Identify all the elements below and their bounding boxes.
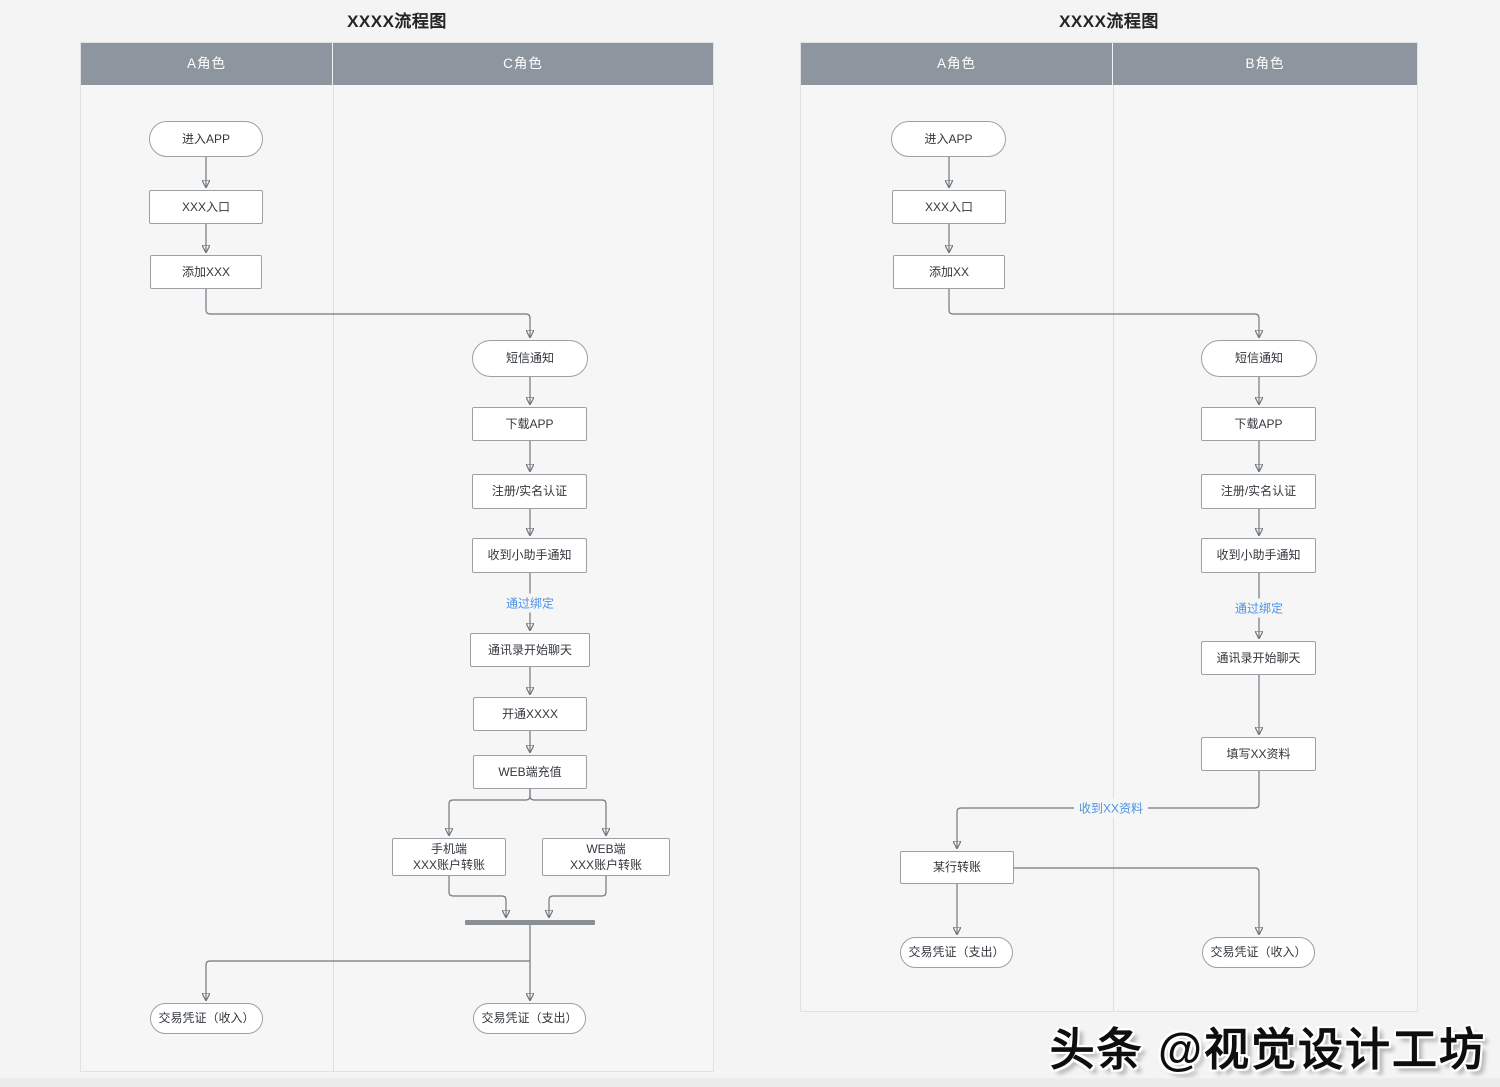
right-chart-title: XXXX流程图: [1059, 12, 1159, 31]
right-lane-label-a: A角色: [801, 43, 1113, 85]
node-xxx-entry: XXX入口: [892, 190, 1006, 224]
node-web-transfer-line2: XXX账户转账: [569, 858, 642, 872]
node-add-xx: 添加XX: [893, 255, 1005, 289]
node-web-recharge: WEB端充值: [473, 755, 587, 789]
node-register: 注册/实名认证: [1201, 474, 1316, 509]
flow-connector: [549, 876, 607, 917]
left-lane-divider: [333, 85, 334, 1071]
left-lane-label-a: A角色: [81, 43, 333, 85]
right-swimlane-panel: A角色 B角色 进入APP XXX入口 添加XX 短信通知 下载: [800, 42, 1418, 1012]
node-xxx-entry: XXX入口: [149, 190, 263, 224]
node-web-transfer: WEB端 XXX账户转账: [542, 838, 670, 876]
node-voucher-expense: 交易凭证（支出）: [900, 937, 1013, 968]
node-open-xxxx: 开通XXXX: [473, 697, 587, 731]
node-mobile-transfer: 手机端 XXX账户转账: [392, 838, 506, 876]
flow-connector: [1014, 867, 1259, 934]
node-mobile-transfer-line2: XXX账户转账: [412, 858, 485, 872]
node-fill-info: 填写XX资料: [1201, 737, 1316, 771]
node-mobile-transfer-line1: 手机端: [430, 841, 467, 856]
left-lane-header: A角色 C角色: [81, 43, 713, 85]
node-bank-transfer: 某行转账: [900, 851, 1014, 884]
node-sms-notice: 短信通知: [1201, 340, 1317, 377]
node-voucher-expense: 交易凭证（支出）: [473, 1003, 586, 1034]
flow-connector: [448, 876, 506, 917]
bottom-strip: [0, 1078, 1500, 1087]
right-lane-label-b: B角色: [1245, 56, 1285, 71]
flow-connector: [529, 789, 606, 835]
node-register: 注册/实名认证: [472, 474, 587, 509]
right-connectors: [801, 157, 1417, 1011]
merge-bar: [465, 920, 595, 925]
node-enter-app: 进入APP: [149, 121, 263, 157]
node-assistant-notice: 收到小助手通知: [1201, 538, 1316, 573]
node-voucher-income: 交易凭证（收入）: [1202, 937, 1315, 968]
right-lane-header: A角色 B角色: [801, 43, 1417, 85]
edge-label-bind: 通过绑定: [500, 593, 560, 613]
node-sms-notice: 短信通知: [472, 340, 588, 377]
flow-connector: [449, 789, 531, 835]
node-contacts-chat: 通讯录开始聊天: [470, 633, 590, 667]
right-lane-divider: [1113, 85, 1114, 1011]
flow-connector: [948, 289, 1259, 337]
edge-label-receive-info: 收到XX资料: [1073, 798, 1149, 818]
node-assistant-notice: 收到小助手通知: [472, 538, 587, 573]
edge-label-bind: 通过绑定: [1229, 598, 1289, 618]
node-web-transfer-line1: WEB端: [586, 841, 626, 856]
left-lane-label-c: C角色: [503, 56, 543, 71]
flow-connector: [206, 960, 530, 1000]
left-chart-title: XXXX流程图: [347, 12, 447, 31]
watermark: 头条 @视觉设计工坊: [1049, 1024, 1486, 1075]
node-contacts-chat: 通讯录开始聊天: [1201, 641, 1316, 675]
left-swimlane-panel: A角色 C角色 进入APP: [80, 42, 714, 1072]
flow-connector: [205, 289, 530, 337]
node-voucher-income: 交易凭证（收入）: [150, 1003, 263, 1034]
node-download-app: 下载APP: [472, 407, 587, 441]
node-download-app: 下载APP: [1201, 407, 1316, 441]
node-add-xxx: 添加XXX: [150, 255, 262, 289]
node-enter-app: 进入APP: [891, 121, 1006, 157]
